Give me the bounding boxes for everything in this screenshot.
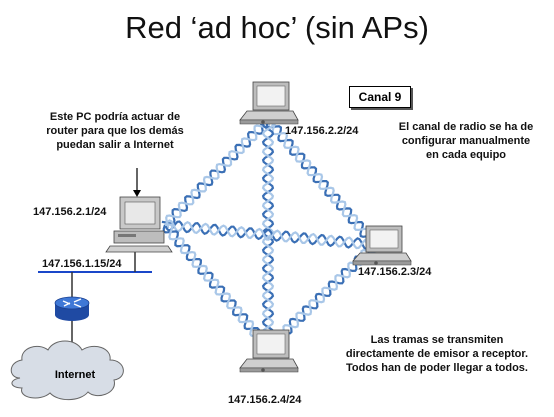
router-icon bbox=[54, 296, 90, 321]
page-title: Red ‘ad hoc’ (sin APs) bbox=[125, 10, 429, 45]
internet-label: Internet bbox=[54, 369, 96, 381]
laptop-right-icon bbox=[352, 225, 412, 266]
wireless-link-pc-bottom bbox=[164, 223, 267, 351]
frames-note-line: directamente de emisor a receptor. bbox=[345, 348, 529, 360]
channel-config-note-line: El canal de radio se ha de bbox=[398, 121, 534, 133]
router-pc-note: Este PC podría actuar de router para que… bbox=[30, 110, 200, 152]
laptop-top-icon bbox=[239, 81, 299, 125]
router-pc-note-line: router para que los demás bbox=[46, 125, 184, 137]
wireless-link-pc-right bbox=[164, 220, 377, 251]
wireless-links bbox=[161, 118, 379, 352]
wireless-link-pc-right bbox=[164, 219, 376, 251]
router-pc-note-line: puedan salir a Internet bbox=[56, 139, 174, 151]
frames-note-line: Todos han de poder llegar a todos. bbox=[346, 362, 528, 374]
ip-top-laptop: 147.156.2.2/24 bbox=[285, 125, 359, 137]
channel-config-note-line: configurar manualmente bbox=[401, 135, 531, 147]
frames-note-line: Las tramas se transmiten bbox=[370, 334, 504, 346]
note-arrowhead bbox=[133, 190, 141, 197]
laptop-bottom-icon bbox=[239, 329, 299, 373]
wireless-link-top-pc bbox=[165, 119, 271, 229]
desktop-pc-icon bbox=[105, 196, 173, 253]
channel-label: Canal 9 bbox=[349, 86, 411, 108]
router-pc-note-line: Este PC podría actuar de bbox=[49, 111, 181, 123]
frames-note: Las tramas se transmiten directamente de… bbox=[330, 333, 544, 375]
ip-lan: 147.156.1.15/24 bbox=[42, 258, 122, 270]
internet-cloud-icon bbox=[10, 340, 124, 401]
ip-bottom-laptop: 147.156.2.4/24 bbox=[228, 394, 302, 406]
ip-pc: 147.156.2.1/24 bbox=[33, 206, 107, 218]
channel-config-note-line: en cada equipo bbox=[425, 149, 507, 161]
wireless-link-top-right bbox=[267, 118, 379, 245]
wireless-link-top-pc bbox=[161, 118, 269, 225]
channel-config-note: El canal de radio se ha de configurar ma… bbox=[386, 120, 546, 162]
ip-right-laptop: 147.156.2.3/24 bbox=[358, 266, 432, 278]
